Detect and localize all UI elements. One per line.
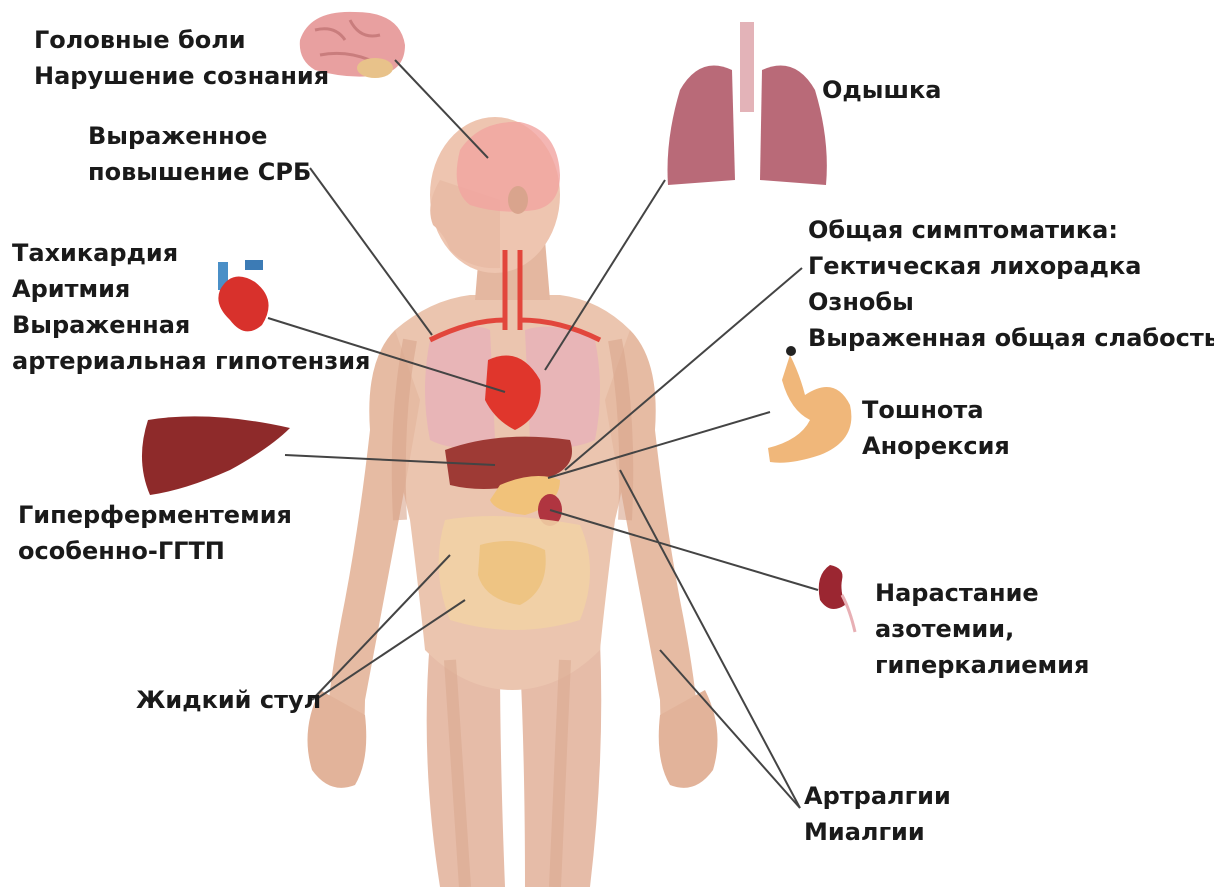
label-joints-line2: Миалгии (804, 814, 951, 850)
label-head: Головные боли Нарушение сознания (34, 22, 329, 94)
label-general-line2: Гектическая лихорадка (808, 248, 1214, 284)
label-heart-line2: Аритмия (12, 271, 370, 307)
lungs-icon (668, 22, 827, 185)
label-lungs: Одышка (822, 72, 941, 108)
label-lungs-line1: Одышка (822, 72, 941, 108)
label-heart-line4: артериальная гипотензия (12, 343, 370, 379)
label-liver: Гиперферментемия особенно-ГГТП (18, 497, 292, 569)
label-joints: Артралгии Миалгии (804, 778, 951, 850)
label-stool-line1: Жидкий стул (136, 682, 321, 718)
label-liver-line1: Гиперферментемия (18, 497, 292, 533)
label-stomach-line2: Анорексия (862, 428, 1010, 464)
label-stomach-line1: Тошнота (862, 392, 1010, 428)
label-heart: Тахикардия Аритмия Выраженная артериальн… (12, 235, 370, 379)
label-crp: Выраженное повышение СРБ (88, 118, 311, 190)
kidney-icon (819, 565, 855, 632)
label-kidney-line2: азотемии, (875, 611, 1089, 647)
label-general-line3: Ознобы (808, 284, 1214, 320)
label-heart-line1: Тахикардия (12, 235, 370, 271)
label-general-line1: Общая симптоматика: (808, 212, 1214, 248)
human-body-figure (308, 117, 718, 887)
label-general: Общая симптоматика: Гектическая лихорадк… (808, 212, 1214, 356)
label-head-line2: Нарушение сознания (34, 58, 329, 94)
label-stool: Жидкий стул (136, 682, 321, 718)
stomach-icon (768, 346, 851, 463)
label-stomach: Тошнота Анорексия (862, 392, 1010, 464)
label-head-line1: Головные боли (34, 22, 329, 58)
label-kidney-line1: Нарастание (875, 575, 1089, 611)
label-kidney: Нарастание азотемии, гиперкалиемия (875, 575, 1089, 683)
label-joints-line1: Артралгии (804, 778, 951, 814)
liver-icon (142, 416, 290, 495)
label-heart-line3: Выраженная (12, 307, 370, 343)
label-kidney-line3: гиперкалиемия (875, 647, 1089, 683)
label-crp-line1: Выраженное (88, 118, 311, 154)
label-general-line4: Выраженная общая слабость (808, 320, 1214, 356)
label-liver-line2: особенно-ГГТП (18, 533, 292, 569)
label-crp-line2: повышение СРБ (88, 154, 311, 190)
